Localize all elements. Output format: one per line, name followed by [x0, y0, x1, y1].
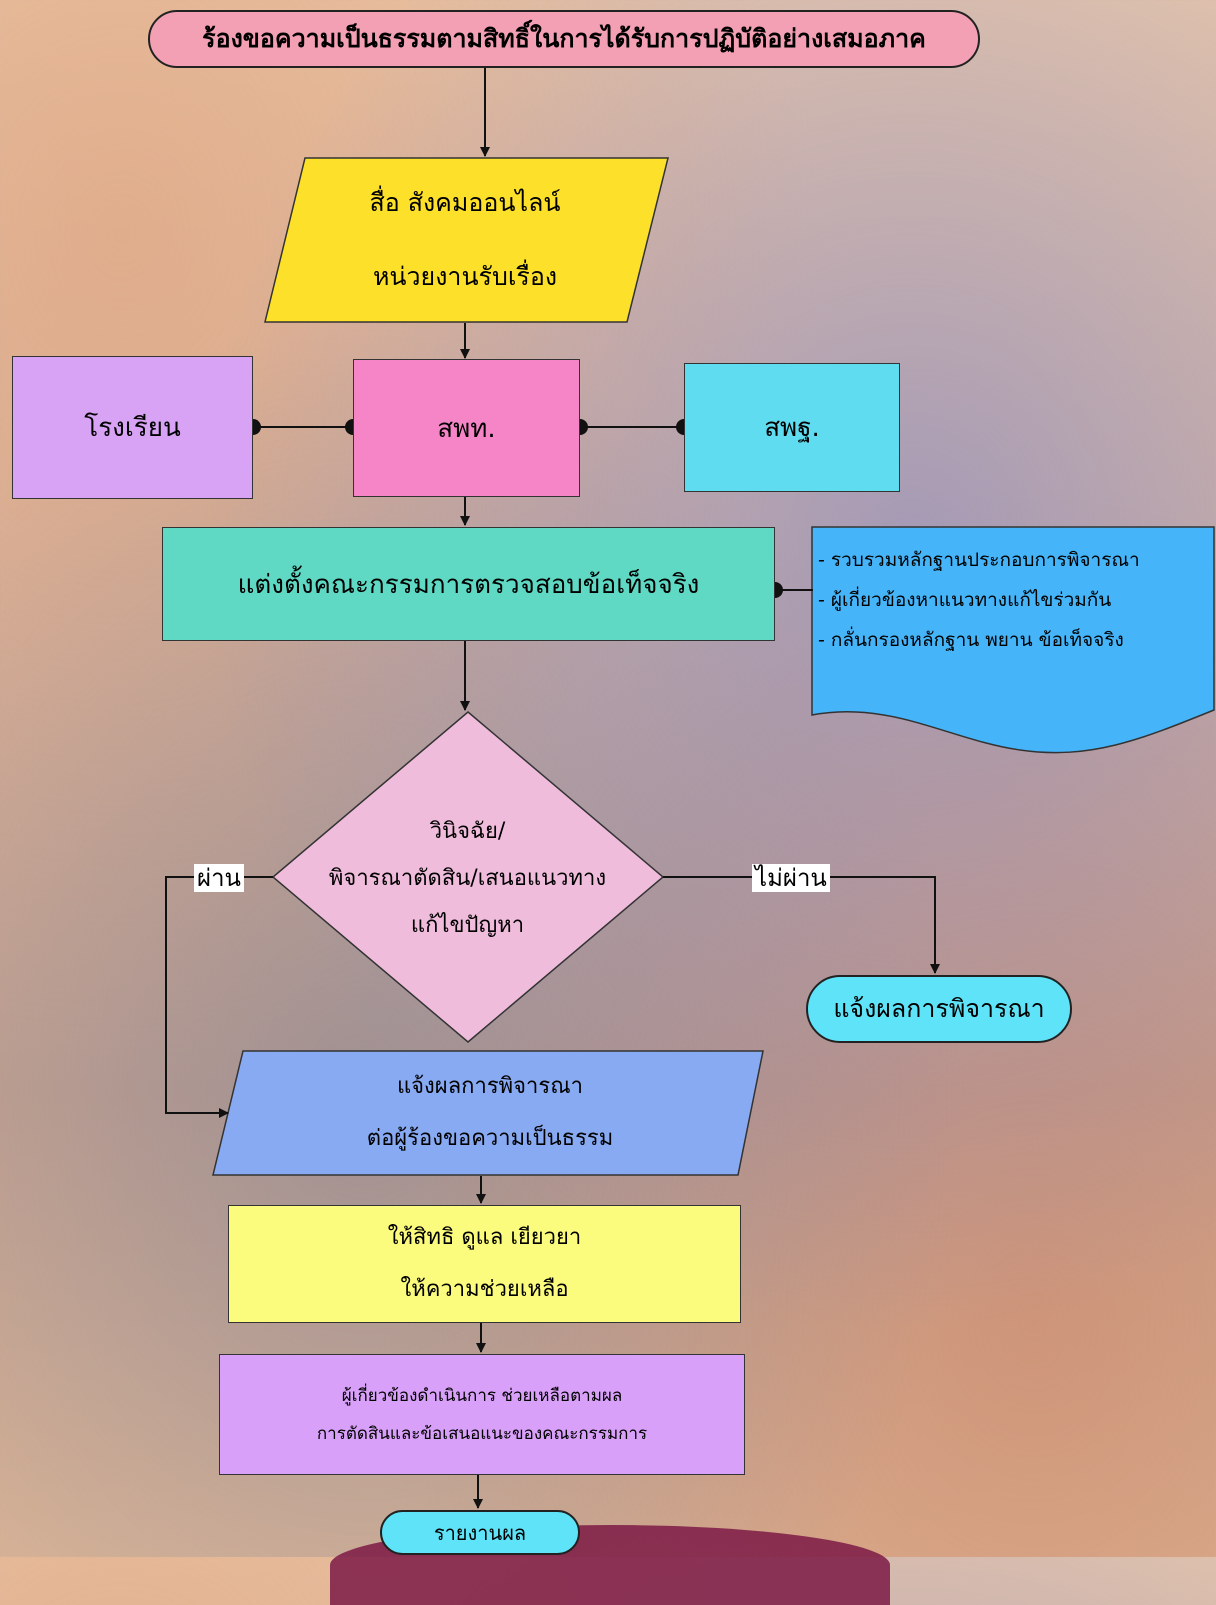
right-org-box: สพฐ. [684, 363, 900, 492]
flowchart: ร้องขอความเป็นธรรมตามสิทธิ์ในการได้รับกา… [12, 10, 1215, 1605]
support-box: ให้สิทธิ ดูแล เยียวยา ให้ความช่วยเหลือ [228, 1205, 741, 1323]
report-terminal: รายงานผล [380, 1510, 580, 1555]
report-label: รายงานผล [433, 1520, 527, 1545]
center-org-box: สพท. [353, 359, 580, 497]
fail-result-label: แจ้งผลการพิจารณา [833, 994, 1045, 1023]
action-box: ผู้เกี่ยวข้องดำเนินการ ช่วยเหลือตามผล กา… [219, 1354, 745, 1475]
pass-label: ผ่าน [194, 864, 244, 892]
school-label: โรงเรียน [84, 413, 181, 443]
note-item: - ผู้เกี่ยวข้องหาแนวทางแก้ไขร่วมกัน [818, 589, 1112, 611]
committee-label: แต่งตั้งคณะกรรมการตรวจสอบข้อเท็จจริง [237, 569, 700, 600]
right-org-label: สพฐ. [764, 413, 820, 443]
title-text: ร้องขอความเป็นธรรมตามสิทธิ์ในการได้รับกา… [202, 24, 926, 53]
channel-text: สื่อ สังคมออนไลน์ หน่วยงานรับเรื่อง [369, 188, 561, 291]
school-box: โรงเรียน [12, 356, 253, 499]
flow-connectors [165, 66, 1215, 1509]
fail-label: ไม่ผ่าน [752, 864, 830, 892]
decision-text: วินิจฉัย/ พิจารณาตัดสิน/เสนอแนวทาง แก้ไข… [328, 818, 607, 938]
note-item: - รวบรวมหลักฐานประกอบการพิจารณา [818, 549, 1140, 571]
channel-shape [264, 157, 669, 323]
note-shape [811, 526, 1215, 754]
decision-shape [271, 711, 665, 1043]
notify-text: แจ้งผลการพิจารณา ต่อผู้ร้องขอความเป็นธรร… [366, 1074, 614, 1151]
title-terminal: ร้องขอความเป็นธรรมตามสิทธิ์ในการได้รับกา… [148, 10, 980, 68]
committee-box: แต่งตั้งคณะกรรมการตรวจสอบข้อเท็จจริง [162, 527, 775, 641]
fail-result-terminal: แจ้งผลการพิจารณา [806, 975, 1072, 1043]
committee-notes: - รวบรวมหลักฐานประกอบการพิจารณา - ผู้เกี… [818, 540, 1208, 660]
note-item: - กลั่นกรองหลักฐาน พยาน ข้อเท็จจริง [818, 629, 1124, 651]
center-org-label: สพท. [437, 413, 496, 444]
notify-shape [212, 1050, 764, 1176]
